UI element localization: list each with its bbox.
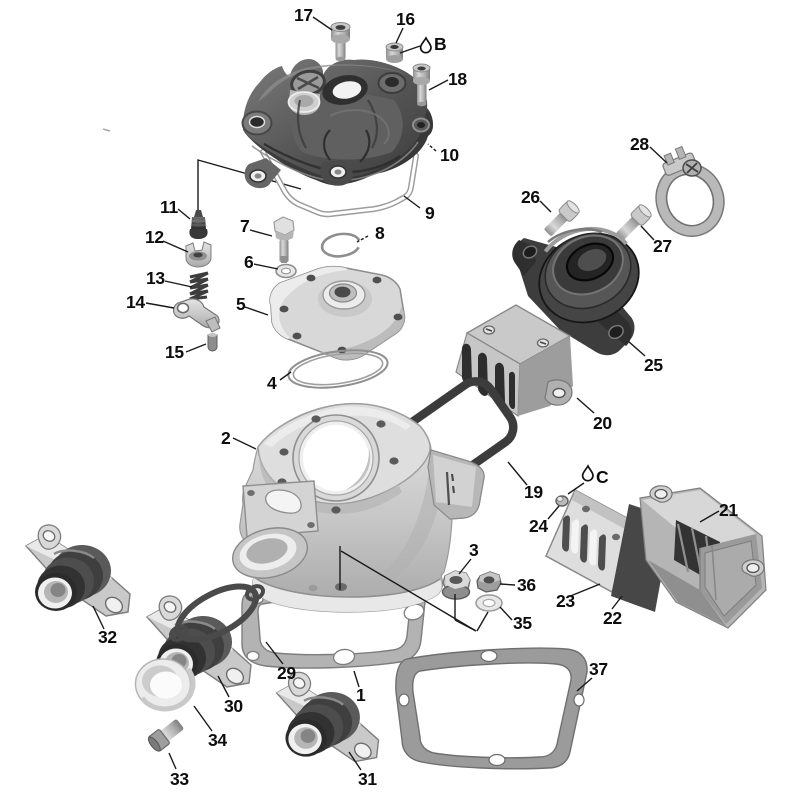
svg-text:4: 4 bbox=[267, 373, 277, 393]
svg-text:29: 29 bbox=[277, 663, 296, 683]
svg-text:16: 16 bbox=[396, 9, 415, 29]
svg-text:35: 35 bbox=[513, 613, 532, 633]
svg-text:15: 15 bbox=[165, 342, 184, 362]
svg-text:1: 1 bbox=[356, 685, 366, 705]
svg-text:5: 5 bbox=[236, 294, 246, 314]
svg-text:22: 22 bbox=[603, 608, 622, 628]
svg-text:31: 31 bbox=[358, 769, 377, 789]
svg-text:26: 26 bbox=[521, 187, 540, 207]
svg-text:11: 11 bbox=[160, 197, 178, 217]
svg-text:10: 10 bbox=[440, 145, 459, 165]
svg-text:17: 17 bbox=[294, 5, 313, 25]
svg-text:24: 24 bbox=[529, 516, 548, 536]
svg-text:2: 2 bbox=[221, 428, 231, 448]
svg-text:37: 37 bbox=[589, 659, 608, 679]
svg-text:3: 3 bbox=[469, 540, 479, 560]
svg-text:19: 19 bbox=[524, 482, 543, 502]
svg-text:14: 14 bbox=[126, 292, 145, 312]
svg-text:30: 30 bbox=[224, 696, 243, 716]
svg-text:23: 23 bbox=[556, 591, 575, 611]
svg-text:C: C bbox=[596, 467, 609, 487]
svg-text:36: 36 bbox=[517, 575, 536, 595]
svg-text:13: 13 bbox=[146, 268, 165, 288]
svg-text:25: 25 bbox=[644, 355, 663, 375]
svg-text:12: 12 bbox=[145, 227, 164, 247]
svg-text:33: 33 bbox=[170, 769, 189, 789]
svg-text:27: 27 bbox=[653, 236, 672, 256]
svg-text:9: 9 bbox=[425, 203, 435, 223]
svg-text:32: 32 bbox=[98, 627, 117, 647]
svg-text:21: 21 bbox=[719, 500, 738, 520]
svg-text:20: 20 bbox=[593, 413, 612, 433]
svg-text:B: B bbox=[434, 34, 446, 54]
svg-text:7: 7 bbox=[240, 216, 249, 236]
svg-text:18: 18 bbox=[448, 69, 467, 89]
svg-text:28: 28 bbox=[630, 134, 649, 154]
svg-text:6: 6 bbox=[244, 252, 254, 272]
svg-text:8: 8 bbox=[375, 223, 385, 243]
svg-text:34: 34 bbox=[208, 730, 227, 750]
